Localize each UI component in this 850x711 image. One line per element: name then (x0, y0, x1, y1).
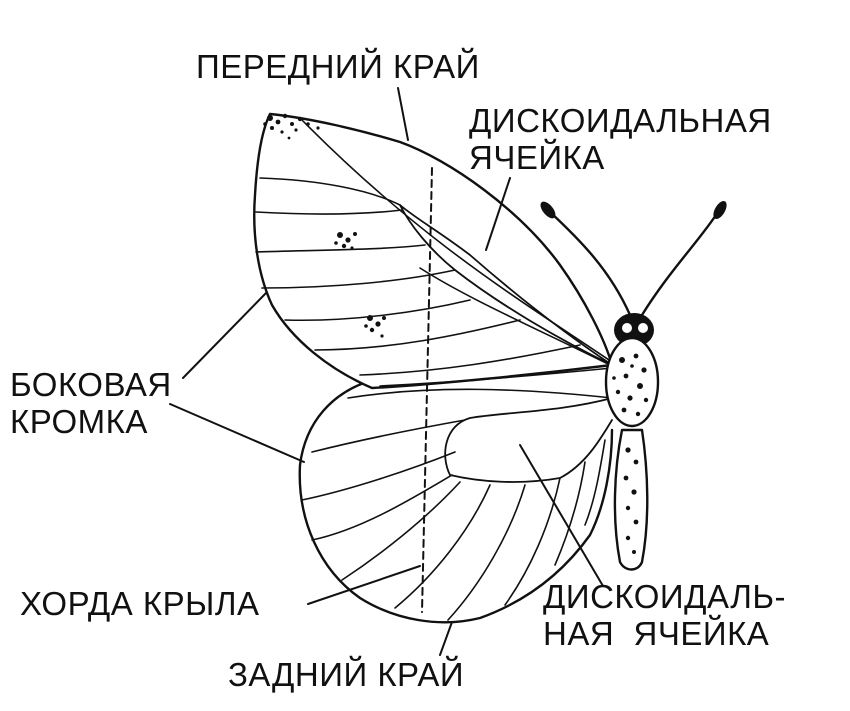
leader-lateral-1 (182, 292, 267, 379)
leader-costal (397, 87, 409, 141)
head (614, 313, 654, 347)
hind-wing-veins (301, 388, 613, 621)
label-wing-chord: ХОРДА КРЫЛА (20, 585, 260, 622)
left-antenna (548, 210, 632, 317)
label-discoidal-cell-bottom: ДИСКОИДАЛЬ- НАЯ ЯЧЕЙКА (543, 578, 786, 652)
label-discoidal-cell-top-line2: ЯЧЕЙКА (469, 139, 605, 176)
butterfly-body (540, 200, 727, 571)
hind-wing-outline (298, 376, 614, 624)
label-discoidal-cell-bottom-line1: ДИСКОИДАЛЬ- (543, 578, 787, 615)
wing-chord-line (421, 167, 433, 613)
label-discoidal-cell-bottom-line2: НАЯ ЯЧЕЙКА (543, 615, 770, 652)
leader-disc-top (485, 177, 511, 251)
forewing-veins (255, 117, 613, 387)
hind-wing-discoidal-cell (444, 397, 613, 483)
label-rear-edge: ЗАДНИЙ КРАЙ (228, 656, 465, 693)
forewing-apex-spots (263, 113, 320, 140)
leader-lateral-2 (169, 403, 305, 463)
label-discoidal-cell-top-line1: ДИСКОИДАЛЬНАЯ (469, 102, 772, 139)
label-lateral-edge-line2: КРОМКА (10, 403, 148, 440)
forewing-spots (334, 232, 386, 338)
leader-rear (439, 621, 453, 656)
thorax (604, 336, 660, 428)
label-discoidal-cell-top: ДИСКОИДАЛЬНАЯ ЯЧЕЙКА (469, 102, 772, 176)
label-costal-edge: ПЕРЕДНИЙ КРАЙ (196, 48, 480, 85)
right-antenna (640, 210, 720, 317)
label-lateral-edge-line1: БОКОВАЯ (10, 366, 172, 403)
leader-lines (169, 87, 604, 656)
leader-chord (307, 565, 421, 605)
abdomen (613, 428, 649, 571)
leader-disc-bot (519, 444, 604, 587)
label-lateral-edge: БОКОВАЯ КРОМКА (10, 366, 172, 440)
